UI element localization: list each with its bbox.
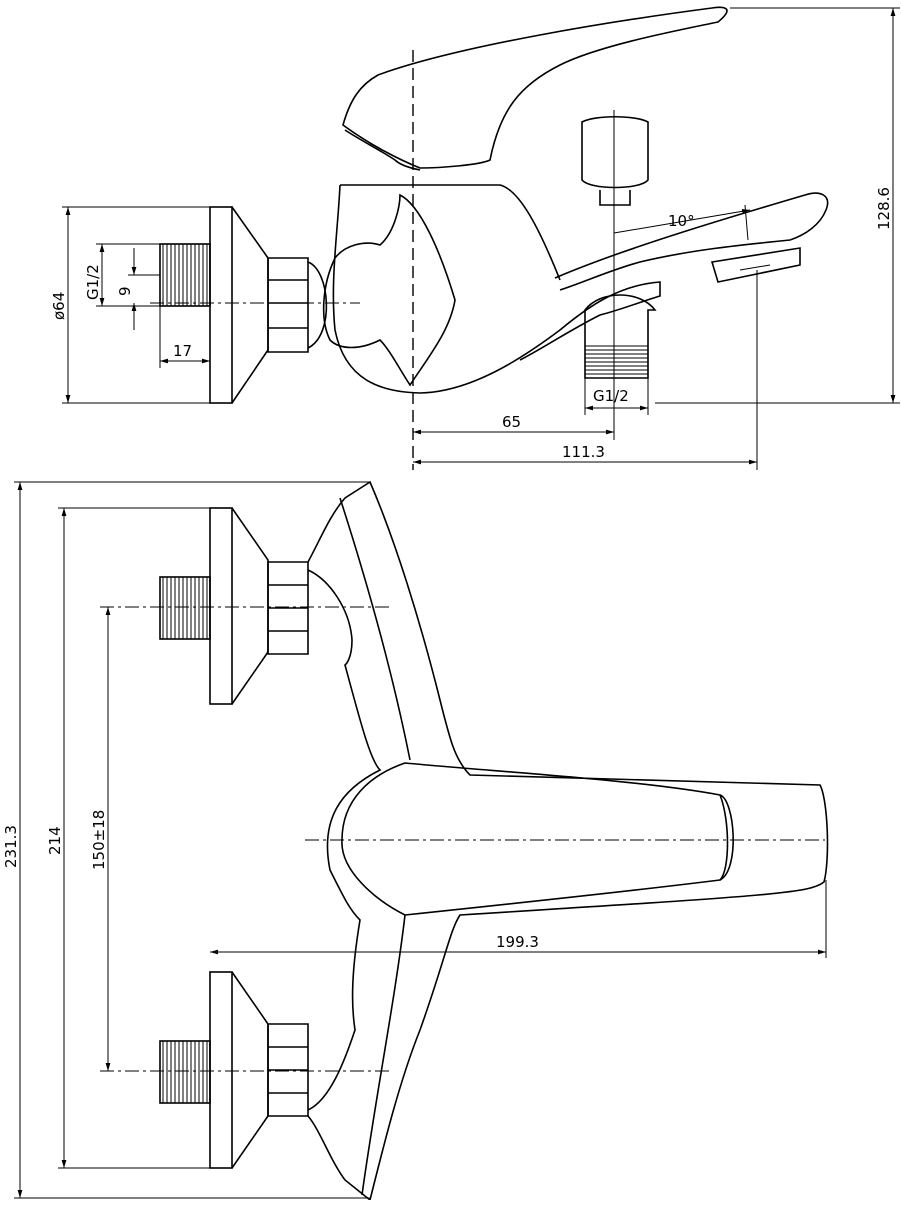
wall-plate-side bbox=[209, 206, 233, 404]
hex-nut-top-lower bbox=[267, 1023, 309, 1117]
lever-handle-top bbox=[341, 762, 729, 916]
diverter-stem bbox=[599, 190, 631, 206]
dim-150-label: 150±18 bbox=[90, 810, 108, 870]
wall-flange-top-lower bbox=[231, 971, 269, 1169]
body-inner-top bbox=[307, 569, 382, 1111]
dim-angle-line bbox=[613, 208, 751, 234]
aerator-side bbox=[710, 247, 801, 283]
body-upper-side bbox=[340, 184, 561, 281]
hex-nut-facets bbox=[268, 279, 308, 329]
top-view: 231.3 214 150±18 199.3 bbox=[2, 480, 829, 1202]
diverter-knob-side bbox=[322, 193, 456, 387]
hex-nut-side bbox=[267, 257, 309, 353]
hex-nut-top-upper bbox=[267, 561, 309, 655]
body-edge-lower bbox=[361, 914, 406, 1196]
dim-111-label: 111.3 bbox=[562, 443, 605, 461]
thread-lines-side bbox=[162, 244, 208, 306]
thread-lines-top-upper bbox=[162, 577, 208, 639]
side-view: 128.6 10° ø64 G1/2 9 17 G1/2 65 bbox=[50, 6, 900, 470]
dim-dia-label: ø64 bbox=[50, 292, 68, 320]
wall-flange-side bbox=[231, 206, 269, 404]
dim-231-label: 231.3 bbox=[2, 825, 20, 868]
thread-lines-bottom bbox=[585, 345, 648, 375]
thread-lines-top-lower bbox=[162, 1041, 208, 1103]
dim-65-label: 65 bbox=[502, 413, 521, 431]
wall-plate-top-lower bbox=[209, 971, 233, 1169]
spout-side bbox=[554, 192, 829, 291]
body-lower-side bbox=[332, 184, 661, 394]
dim-angle-label: 10° bbox=[668, 212, 695, 230]
dim-thread-label: G1/2 bbox=[84, 264, 102, 300]
wall-plate-top-upper bbox=[209, 507, 233, 705]
bottom-outlet-side bbox=[584, 294, 657, 379]
lever-handle-side bbox=[342, 6, 728, 169]
dim-199-label: 199.3 bbox=[496, 933, 539, 951]
dim-17-label: 17 bbox=[173, 342, 192, 360]
wall-flange-top-upper bbox=[231, 507, 269, 705]
inlet-thread-top-lower bbox=[159, 1040, 211, 1104]
body-edge-upper bbox=[339, 497, 411, 761]
dim-214-label: 214 bbox=[46, 826, 64, 855]
diverter-pull-side bbox=[581, 116, 649, 189]
dim-offset-label: 9 bbox=[116, 286, 134, 296]
lever-tip-top bbox=[719, 794, 734, 881]
dim-bot-thread-label: G1/2 bbox=[593, 387, 629, 405]
dim-angle-ext bbox=[744, 204, 749, 241]
body-outline-top bbox=[307, 480, 829, 1202]
inlet-thread-top-upper bbox=[159, 576, 211, 640]
lever-underside bbox=[344, 129, 421, 171]
dim-height-label: 128.6 bbox=[875, 187, 893, 230]
aerator-detail bbox=[739, 264, 771, 271]
